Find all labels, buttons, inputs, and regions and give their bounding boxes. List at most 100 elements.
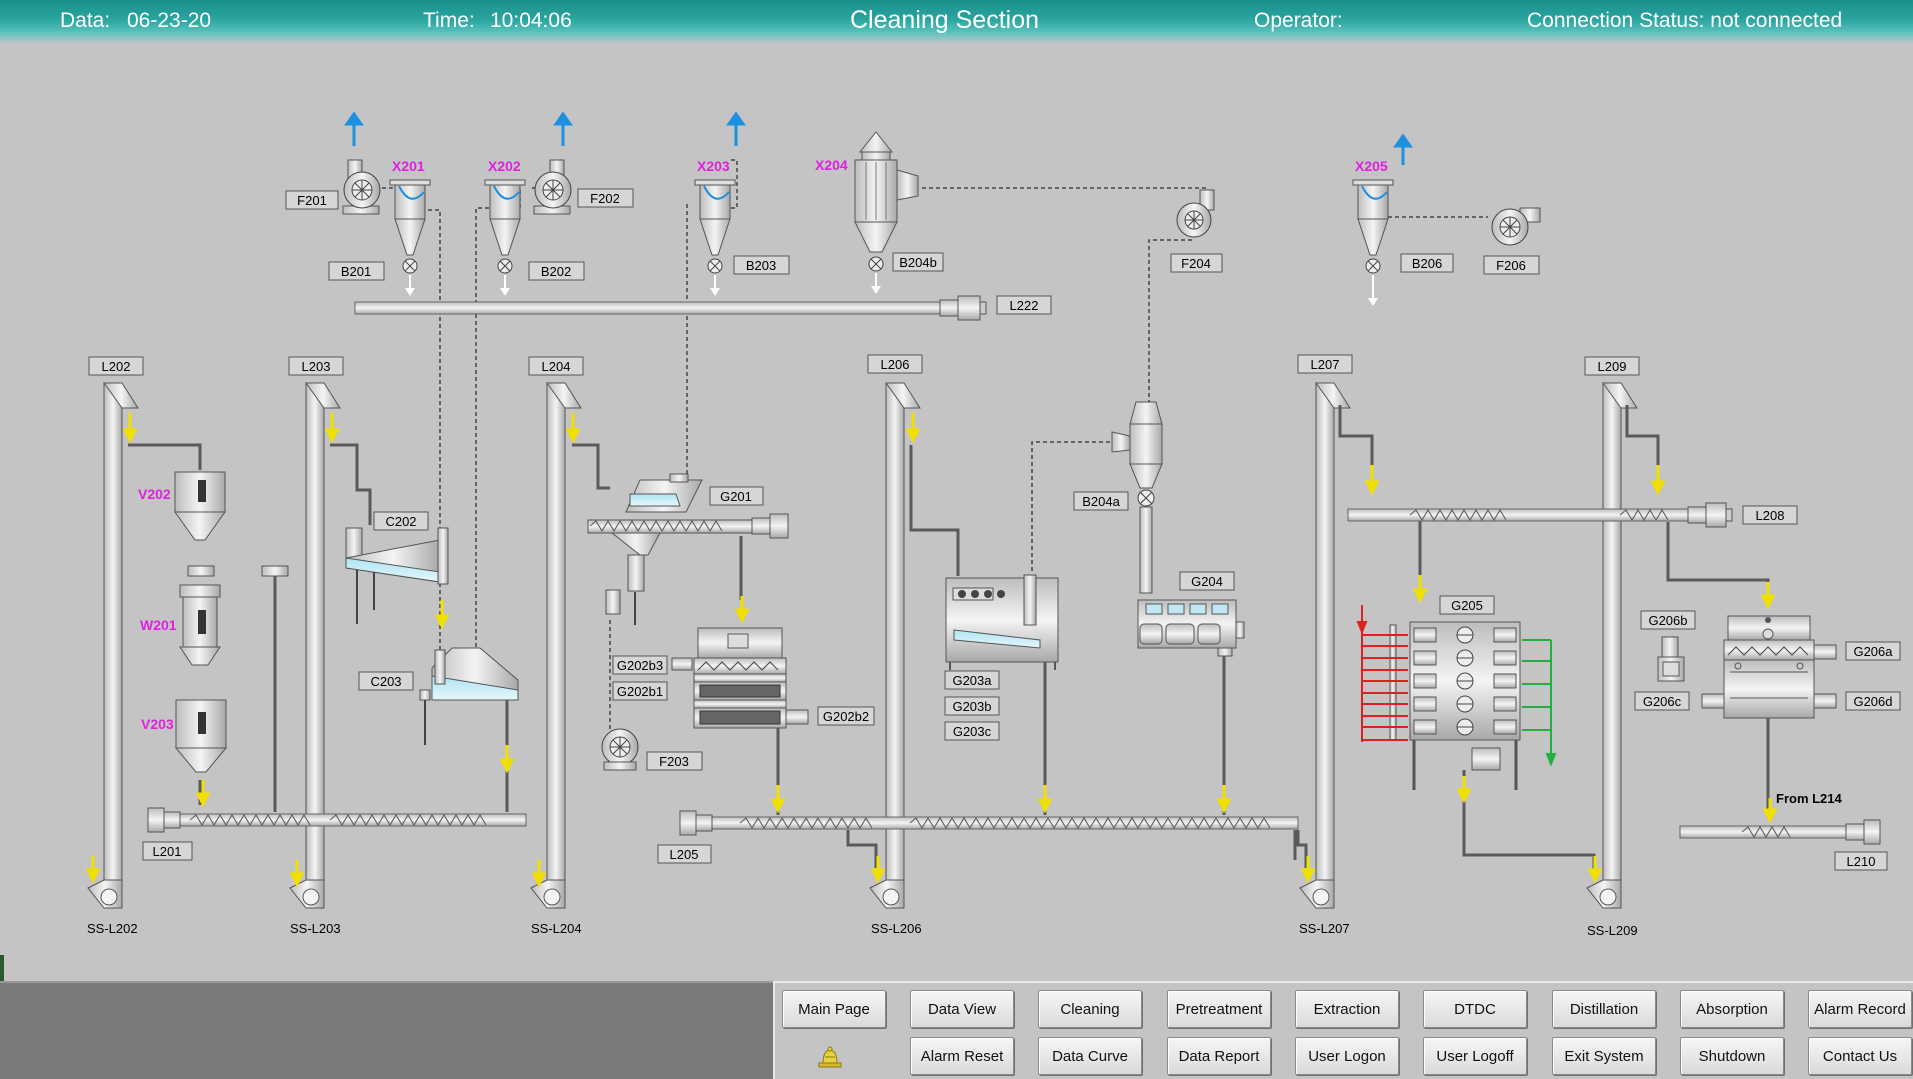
exit-system-button[interactable]: Exit System <box>1552 1037 1656 1075</box>
alarm-reset-button[interactable]: Alarm Reset <box>910 1037 1014 1075</box>
tag-x203: X203 <box>697 158 730 174</box>
label-f204: F204 <box>1170 253 1223 273</box>
bin-v202[interactable] <box>174 471 226 577</box>
conveyor-l205[interactable] <box>679 810 1299 836</box>
label-l222: L222 <box>996 295 1052 315</box>
svg-text:L209: L209 <box>1598 359 1627 374</box>
label-c203: C203 <box>358 671 414 691</box>
cleaner-g203[interactable] <box>945 574 1059 670</box>
cyclone-x203[interactable] <box>694 179 736 296</box>
label-l210: L210 <box>1834 851 1888 871</box>
fan-icon[interactable] <box>1491 207 1541 246</box>
label-l206: L206 <box>867 354 923 374</box>
fan-icon[interactable] <box>601 620 639 771</box>
distillation-button[interactable]: Distillation <box>1552 990 1656 1028</box>
shutdown-button[interactable]: Shutdown <box>1680 1037 1784 1075</box>
label-b206: B206 <box>1400 253 1454 273</box>
svg-text:B206: B206 <box>1412 256 1442 271</box>
fan-icon[interactable] <box>342 159 381 215</box>
cleaning-button[interactable]: Cleaning <box>1038 990 1142 1028</box>
label-f206: F206 <box>1483 255 1540 275</box>
svg-text:B204a: B204a <box>1082 494 1120 509</box>
alarm-record-button[interactable]: Alarm Record <box>1808 990 1912 1028</box>
tag-x202: X202 <box>488 158 521 174</box>
data-view-button[interactable]: Data View <box>910 990 1014 1028</box>
svg-text:F201: F201 <box>297 193 327 208</box>
scale-w201[interactable] <box>179 584 221 666</box>
label-g206c: G206c <box>1634 691 1690 711</box>
date-value: 06-23-20 <box>127 9 212 32</box>
label-g206b: G206b <box>1640 610 1696 630</box>
fan-icon[interactable] <box>533 159 572 215</box>
user-logoff-button[interactable]: User Logoff <box>1423 1037 1527 1075</box>
condensate-lines <box>1522 639 1557 767</box>
navigation-panel: Main Page Data View Cleaning Pretreatmen… <box>773 981 1913 1079</box>
svg-text:B204b: B204b <box>899 255 937 270</box>
label-f202: F202 <box>577 188 634 208</box>
filter-x204[interactable] <box>854 131 919 294</box>
ss-l202-text: SS-L202 <box>87 921 138 936</box>
screw-g201[interactable] <box>587 473 789 625</box>
svg-text:L208: L208 <box>1756 508 1785 523</box>
label-g206d: G206d <box>1845 691 1901 711</box>
ss-l206-text: SS-L206 <box>871 921 922 936</box>
gate-valve[interactable] <box>261 565 289 577</box>
conveyor-l201[interactable] <box>147 807 527 833</box>
valve-g206b[interactable] <box>1657 636 1685 682</box>
sieve-g202[interactable] <box>671 627 809 729</box>
ss-l209-text: SS-L209 <box>1587 923 1638 938</box>
main-page-button[interactable]: Main Page <box>782 990 886 1028</box>
conveyor-l208[interactable] <box>1347 502 1733 528</box>
label-g203b: G203b <box>944 696 1000 716</box>
cyclone-x202[interactable] <box>484 179 526 296</box>
conditioner-g205[interactable] <box>1389 621 1521 790</box>
svg-text:G203b: G203b <box>952 699 991 714</box>
label-b204a: B204a <box>1073 491 1129 511</box>
label-g201: G201 <box>709 486 764 506</box>
label-l209: L209 <box>1584 356 1640 376</box>
label-l201: L201 <box>142 841 193 861</box>
svg-text:L203: L203 <box>302 359 331 374</box>
ss-l203-text: SS-L203 <box>290 921 341 936</box>
cyclone-x201[interactable] <box>389 179 431 296</box>
ss-l204-text: SS-L204 <box>531 921 582 936</box>
label-l203: L203 <box>288 356 344 376</box>
cyclone-x205[interactable] <box>1352 179 1394 306</box>
cleaner-g206[interactable] <box>1701 615 1837 719</box>
title-bar: Data: 06-23-20 Time: 10:04:06 Cleaning S… <box>0 0 1913 44</box>
label-f201: F201 <box>285 190 339 210</box>
absorption-button[interactable]: Absorption <box>1680 990 1784 1028</box>
conveyor-l210[interactable] <box>1679 819 1881 845</box>
dryer-g204[interactable] <box>1137 599 1245 657</box>
conveyor-l222[interactable] <box>354 295 987 321</box>
alarm-bell-icon[interactable] <box>815 1045 845 1074</box>
tag-x201: X201 <box>392 158 425 174</box>
bin-v203[interactable] <box>174 699 228 773</box>
separator-c202[interactable] <box>345 527 449 624</box>
process-diagram: X201 X202 X203 X204 X205 V202 W201 V203 … <box>85 111 1901 938</box>
tag-w201: W201 <box>140 617 177 633</box>
connection-status: Connection Status: not connected <box>1527 9 1843 32</box>
label-b201: B201 <box>328 261 385 281</box>
bucket-elevators <box>87 382 1638 909</box>
user-logon-button[interactable]: User Logon <box>1295 1037 1399 1075</box>
air-exhaust-arrows <box>344 111 1413 165</box>
svg-text:G206c: G206c <box>1643 694 1682 709</box>
fan-icon[interactable] <box>1176 189 1215 238</box>
operator-label: Operator: <box>1254 9 1343 32</box>
label-g203a: G203a <box>944 670 1000 690</box>
svg-text:L202: L202 <box>102 359 131 374</box>
svg-text:B201: B201 <box>341 264 371 279</box>
data-curve-button[interactable]: Data Curve <box>1038 1037 1142 1075</box>
cyclone-b204a[interactable] <box>1111 401 1163 594</box>
label-b204b: B204b <box>892 252 944 272</box>
label-g202b3: G202b3 <box>612 655 668 675</box>
dtdc-button[interactable]: DTDC <box>1423 990 1527 1028</box>
pretreatment-button[interactable]: Pretreatment <box>1167 990 1271 1028</box>
data-report-button[interactable]: Data Report <box>1167 1037 1271 1075</box>
separator-c203[interactable] <box>419 647 519 745</box>
label-b202: B202 <box>528 261 585 281</box>
contact-us-button[interactable]: Contact Us <box>1808 1037 1912 1075</box>
steam-lines <box>1356 605 1408 742</box>
extraction-button[interactable]: Extraction <box>1295 990 1399 1028</box>
